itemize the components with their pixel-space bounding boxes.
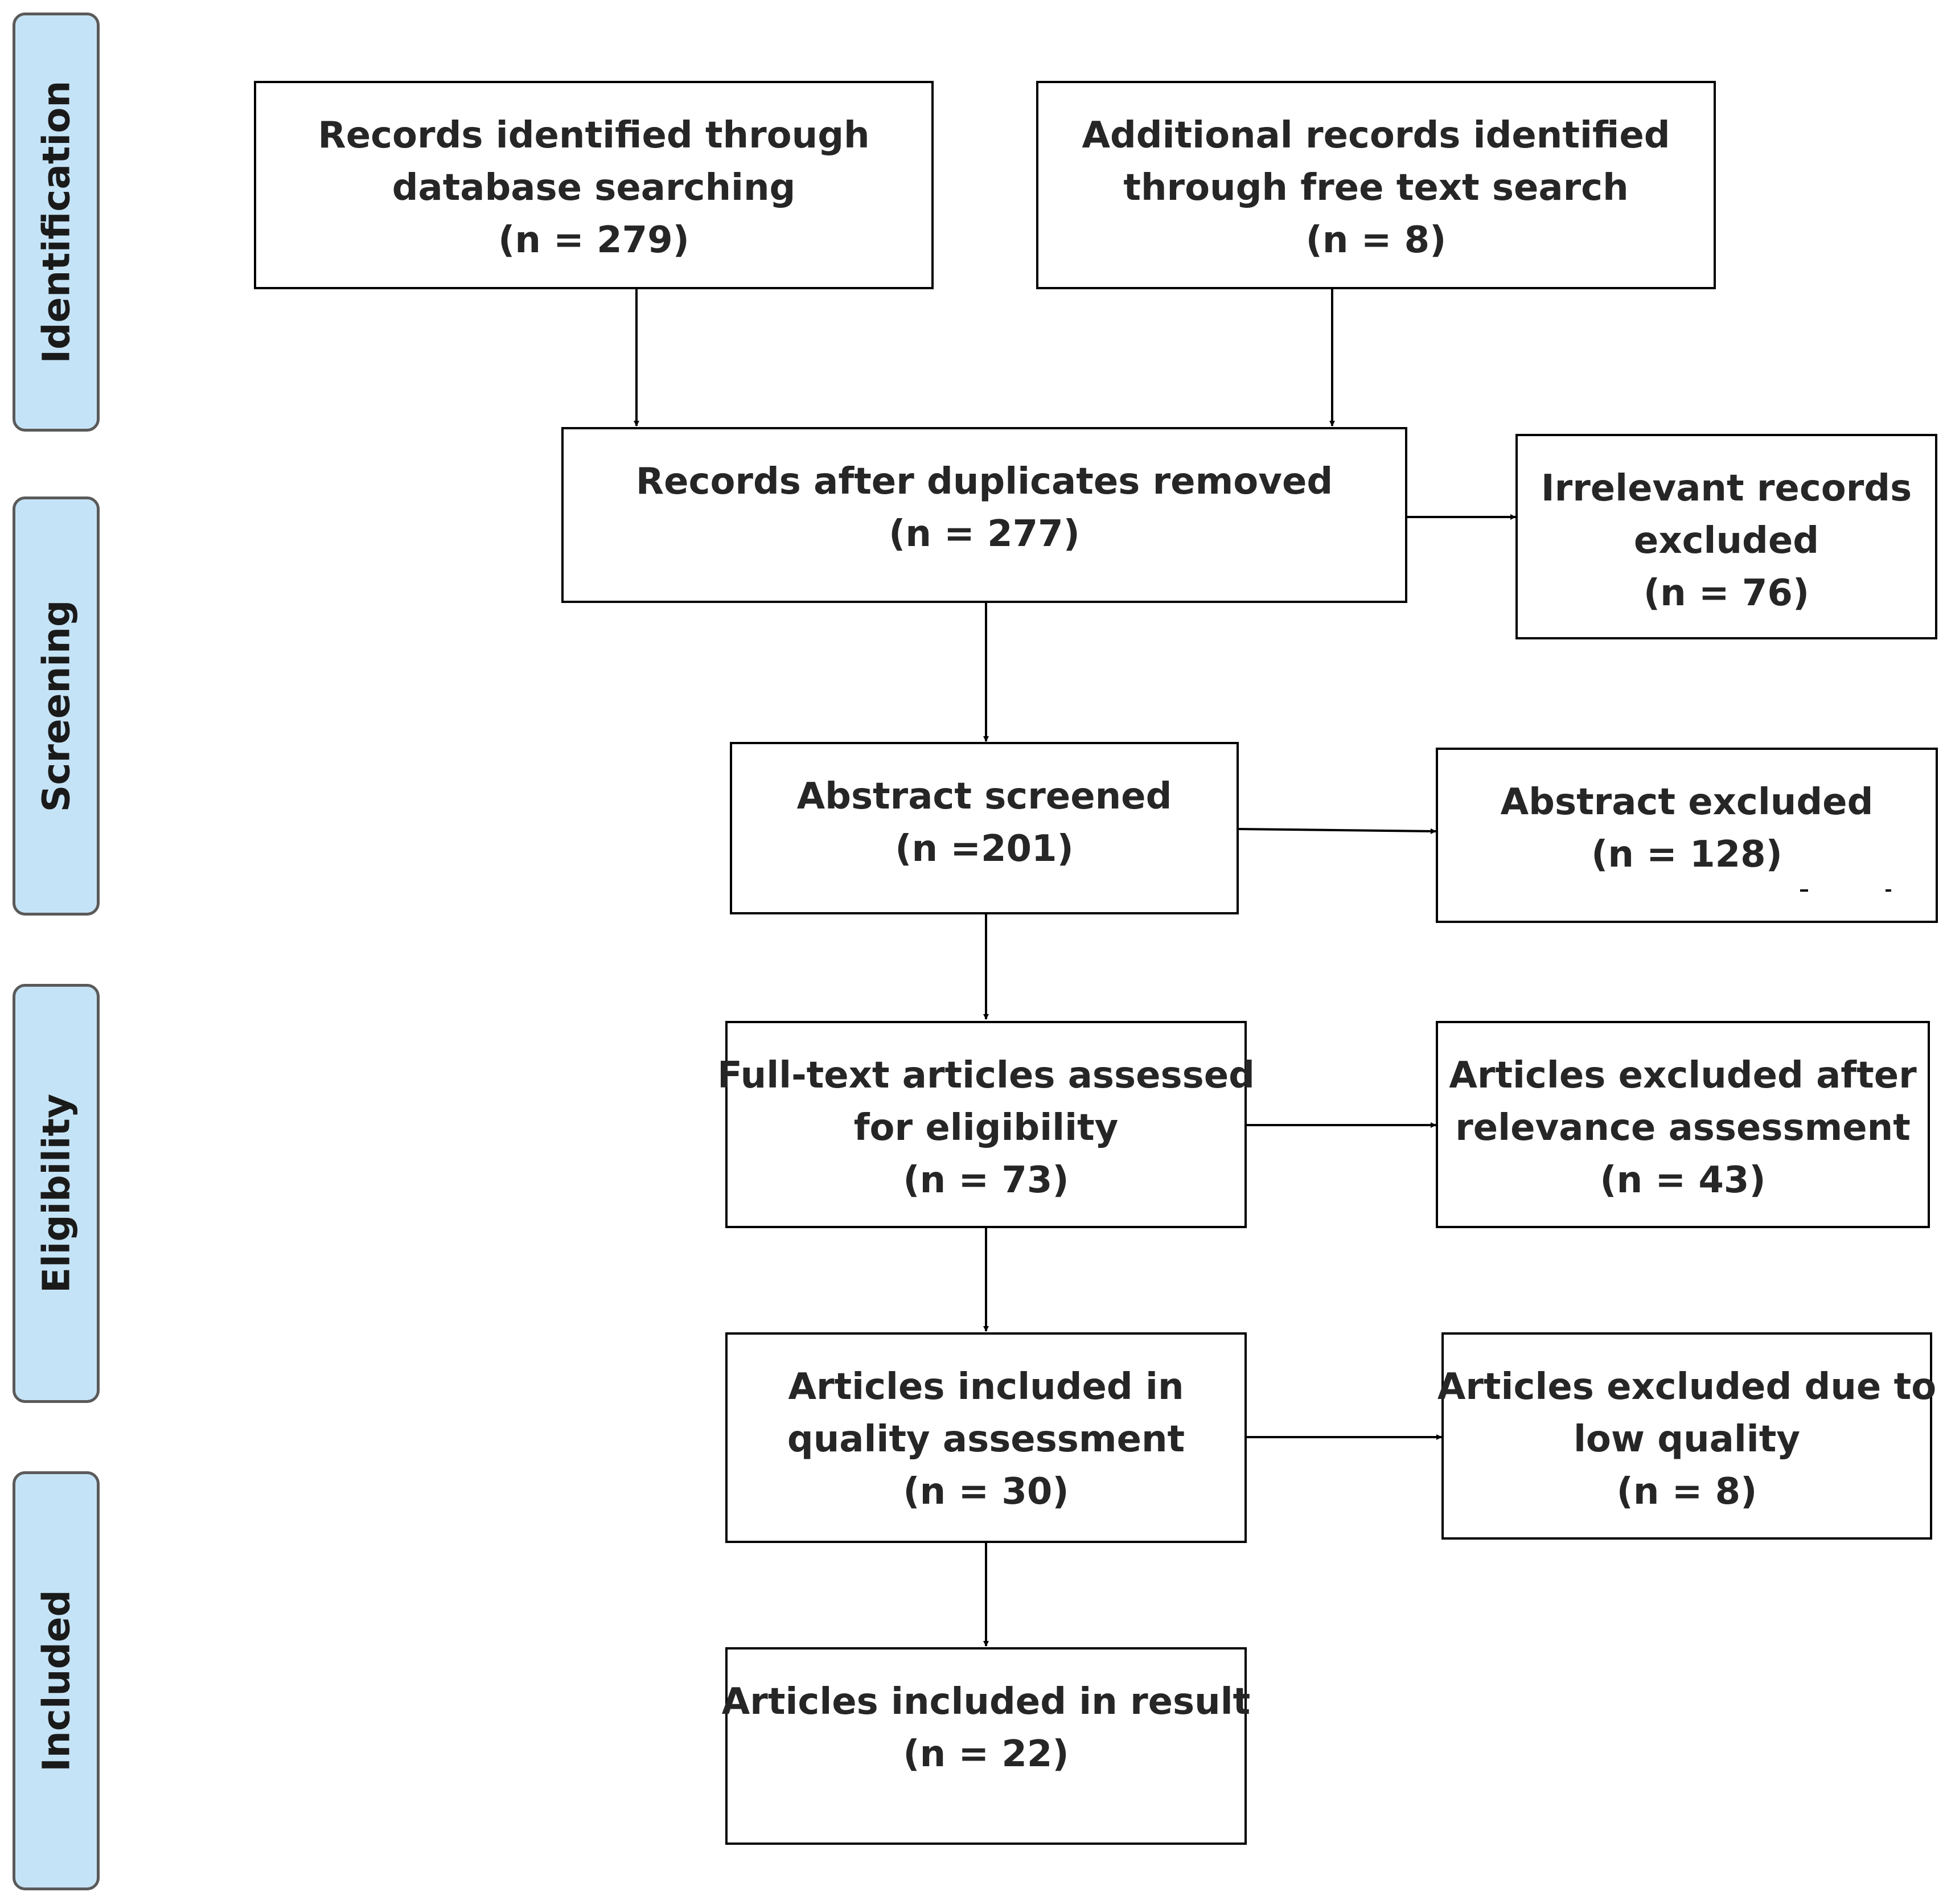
excluded-quality-line2: low quality [1573, 1418, 1801, 1460]
stray-mark-2 [1886, 889, 1891, 892]
abstract-screened-line1: Abstract screened [796, 775, 1172, 818]
phase-included: Included [13, 1471, 100, 1890]
additional-records-line2: through free text search [1123, 167, 1629, 209]
excluded-relevance-box: Articles excluded after relevance assess… [1436, 1021, 1930, 1228]
quality-assessment-count: (n = 30) [903, 1471, 1069, 1513]
records-database-count: (n = 279) [498, 219, 689, 261]
additional-records-count: (n = 8) [1305, 219, 1447, 261]
excluded-quality-count: (n = 8) [1616, 1471, 1757, 1513]
records-database-line2: database searching [392, 167, 796, 209]
after-duplicates-line1: Records after duplicates removed [635, 461, 1333, 503]
arrow-abstract-to-excluded [1238, 828, 1436, 834]
fulltext-assessed-box: Full-text articles assessed for eligibil… [717, 1021, 1255, 1228]
irrelevant-excluded-box: Irrelevant records excluded (n = 76) [1515, 434, 1937, 639]
irrelevant-excluded-line2: excluded [1633, 520, 1819, 562]
excluded-quality-box: Articles excluded due to low quality (n … [1437, 1332, 1936, 1540]
excluded-quality-line1: Articles excluded due to [1437, 1366, 1937, 1408]
phase-screening: Screening [13, 496, 100, 916]
stray-mark-1 [1800, 889, 1808, 892]
irrelevant-excluded-line1: Irrelevant records [1541, 467, 1912, 510]
fulltext-assessed-line2: for eligibility [853, 1107, 1119, 1149]
abstract-excluded-box: Abstract excluded (n = 128) [1436, 748, 1938, 923]
additional-records-line1: Additional records identified [1082, 114, 1670, 157]
excluded-relevance-line1: Articles excluded after [1449, 1054, 1917, 1097]
quality-assessment-box: Articles included in quality assessment … [725, 1332, 1247, 1543]
fulltext-assessed-count: (n = 73) [903, 1159, 1069, 1201]
abstract-screened-count: (n =201) [895, 828, 1074, 870]
additional-records-box: Additional records identified through fr… [1036, 81, 1716, 289]
phase-eligibility: Eligibility [13, 984, 100, 1403]
after-duplicates-count: (n = 277) [889, 513, 1080, 555]
records-database-line1: Records identified through [318, 114, 870, 157]
abstract-excluded-count: (n = 128) [1591, 834, 1782, 876]
abstract-screened-box: Abstract screened (n =201) [730, 742, 1239, 914]
included-result-line1: Articles included in result [721, 1681, 1251, 1723]
excluded-relevance-line2: relevance assessment [1455, 1107, 1911, 1149]
records-database-box: Records identified through database sear… [254, 81, 934, 289]
irrelevant-excluded-count: (n = 76) [1643, 572, 1810, 614]
included-result-count: (n = 22) [903, 1733, 1069, 1775]
fulltext-assessed-line1: Full-text articles assessed [717, 1054, 1255, 1097]
quality-assessment-line1: Articles included in [788, 1366, 1184, 1408]
quality-assessment-line2: quality assessment [787, 1418, 1185, 1460]
abstract-excluded-line1: Abstract excluded [1500, 781, 1874, 823]
excluded-relevance-count: (n = 43) [1600, 1159, 1766, 1201]
phase-identification: Identification [13, 13, 100, 432]
after-duplicates-box: Records after duplicates removed (n = 27… [561, 427, 1407, 603]
included-result-box: Articles included in result (n = 22) [721, 1647, 1251, 1845]
